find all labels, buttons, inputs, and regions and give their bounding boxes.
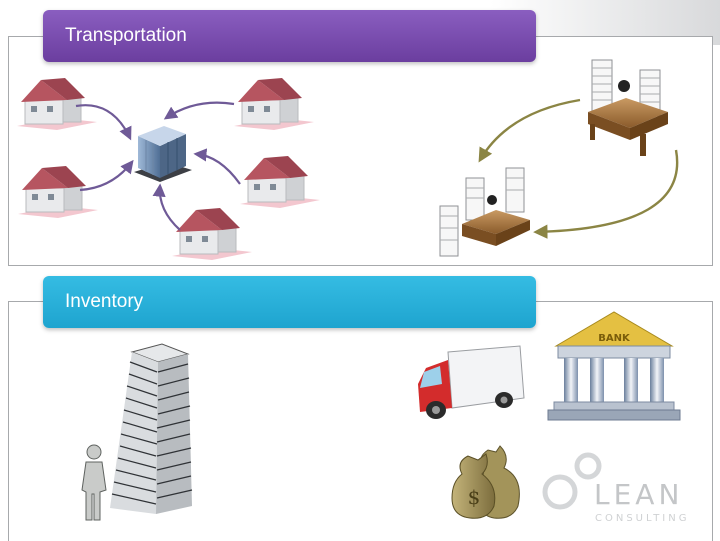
house-icon bbox=[172, 208, 252, 260]
money-bag-icon: $ bbox=[451, 445, 520, 519]
inventory-banner: Inventory bbox=[43, 276, 536, 328]
house-icon bbox=[240, 156, 320, 208]
lean-logo: LEAN CONSULTING bbox=[542, 452, 689, 524]
bank-sign-label: BANK bbox=[598, 333, 631, 344]
money-symbol: $ bbox=[468, 485, 481, 509]
logo-sub: CONSULTING bbox=[595, 513, 689, 524]
person-icon bbox=[81, 444, 107, 521]
bank-icon: BANK bbox=[547, 311, 681, 421]
house-icon bbox=[18, 166, 98, 218]
cycle-arrows bbox=[478, 98, 679, 239]
office-building-icon bbox=[134, 126, 192, 182]
office-desk-icon bbox=[439, 167, 530, 257]
logo-word: LEAN bbox=[594, 478, 683, 511]
truck-icon bbox=[418, 345, 525, 419]
house-icon bbox=[17, 78, 97, 130]
house-icon bbox=[234, 78, 314, 130]
transportation-banner: Transportation bbox=[43, 10, 536, 62]
office-desk-icon bbox=[588, 59, 668, 156]
paper-stack-icon bbox=[110, 343, 193, 514]
transport-arrows bbox=[75, 101, 241, 231]
